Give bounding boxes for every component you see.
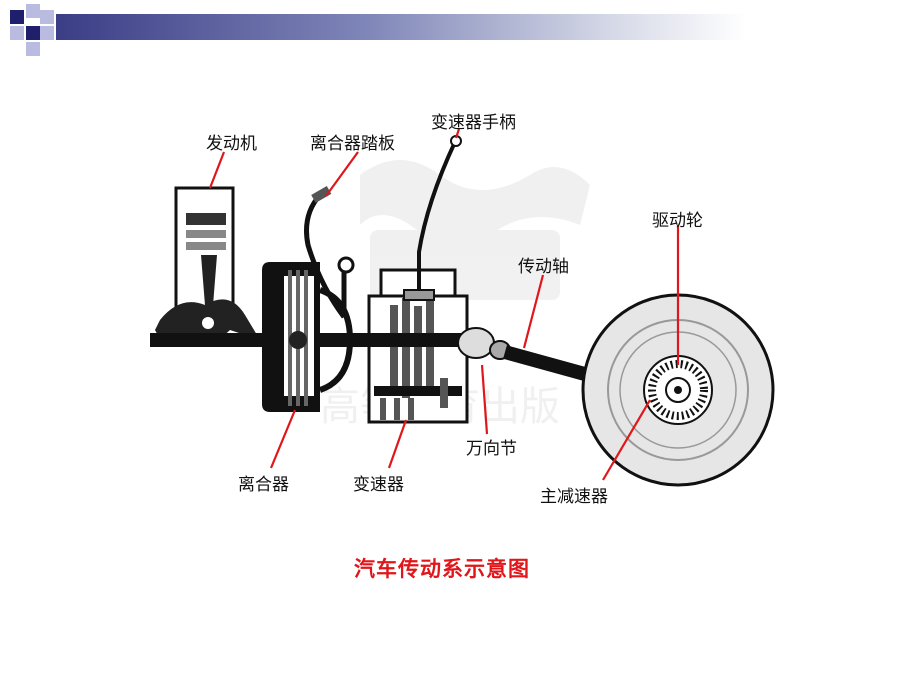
header-square-1	[10, 10, 24, 24]
universal-joint	[457, 327, 511, 360]
label-gear-lever: 变速器手柄	[431, 113, 516, 133]
clutch-pedal-linkage	[304, 186, 355, 319]
leader-clutch-pedal	[325, 151, 359, 197]
leader-drive-shaft	[522, 274, 545, 349]
engine-piston	[155, 186, 260, 342]
header-square-7	[26, 42, 40, 56]
header-square-3	[40, 10, 54, 24]
leader-engine	[208, 151, 226, 189]
leader-lines	[208, 128, 680, 481]
watermark: 高等教育出版	[320, 160, 590, 430]
label-transmission: 变速器	[353, 475, 404, 495]
clutch-assembly	[262, 262, 358, 412]
label-drive-shaft: 传动轴	[518, 257, 569, 277]
header-square-2	[26, 4, 40, 18]
diagram-caption: 汽车传动系示意图	[354, 557, 530, 581]
label-universal-joint: 万向节	[466, 439, 517, 459]
header-square-4	[10, 26, 24, 40]
header-square-5	[26, 26, 40, 40]
gear-lever	[403, 135, 462, 301]
leader-clutch	[269, 409, 297, 469]
leader-gear-lever	[454, 128, 461, 139]
leader-final-drive	[602, 399, 651, 481]
header-square-6	[40, 26, 54, 40]
header-bar	[56, 14, 746, 40]
label-clutch: 离合器	[238, 475, 289, 495]
label-clutch-pedal: 离合器踏板	[310, 134, 395, 154]
label-final-drive: 主减速器	[540, 487, 608, 507]
leader-universal-joint	[480, 364, 489, 435]
label-engine: 发动机	[206, 134, 257, 154]
slide-header	[0, 0, 920, 60]
label-drive-wheel: 驱动轮	[652, 211, 703, 231]
leader-transmission	[387, 419, 408, 469]
